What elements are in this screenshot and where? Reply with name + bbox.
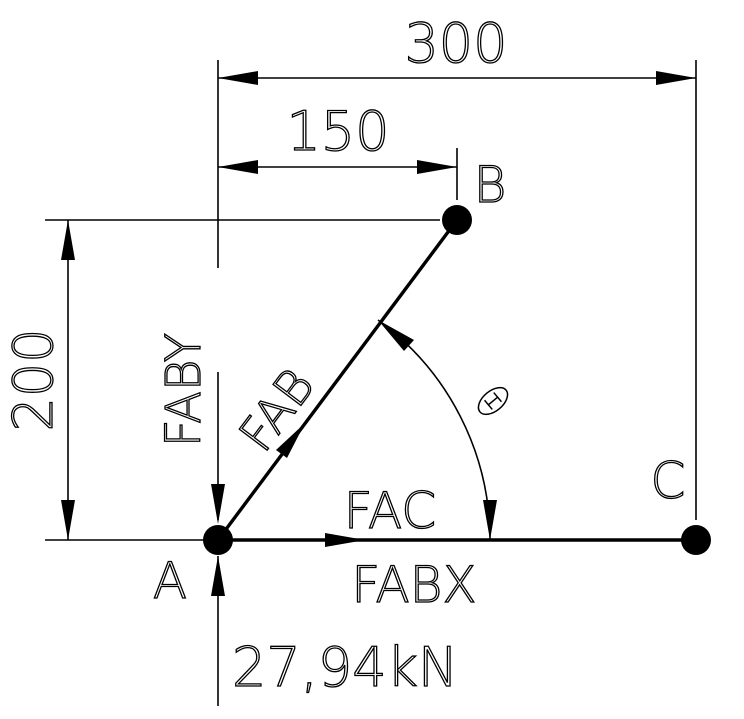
reaction-load-label: 27,94kN xyxy=(232,636,458,699)
force-fac-label: FAC xyxy=(344,482,436,540)
dimension-200: 200 xyxy=(1,220,75,540)
angle-symbol-text: θ xyxy=(0,0,1,1)
node-a xyxy=(203,525,233,555)
point-b-label: B xyxy=(474,156,507,214)
dimension-200-label: 200 xyxy=(2,328,65,431)
point-c-label: C xyxy=(651,452,686,510)
force-faby-arrow xyxy=(211,484,225,524)
reaction-arrow xyxy=(211,556,225,596)
dimension-300: 300 xyxy=(218,11,696,85)
node-b xyxy=(442,205,472,235)
member-ab xyxy=(216,218,459,542)
node-c xyxy=(681,525,711,555)
angle-arc-end-arrow xyxy=(483,500,497,540)
dimension-150-label: 150 xyxy=(286,100,389,163)
point-a-label: A xyxy=(153,552,187,610)
force-fabx-label: FABX xyxy=(351,556,476,614)
dimension-150: 150 xyxy=(218,99,457,174)
dimension-300-label: 300 xyxy=(404,12,507,75)
theta-symbol xyxy=(477,386,509,416)
force-fab-arrow xyxy=(276,423,305,458)
force-fac-arrow xyxy=(325,533,365,547)
force-faby-label: FABY xyxy=(156,333,212,447)
angle-arc-start-arrow xyxy=(378,320,414,351)
force-fab-label: FAB xyxy=(229,359,326,463)
